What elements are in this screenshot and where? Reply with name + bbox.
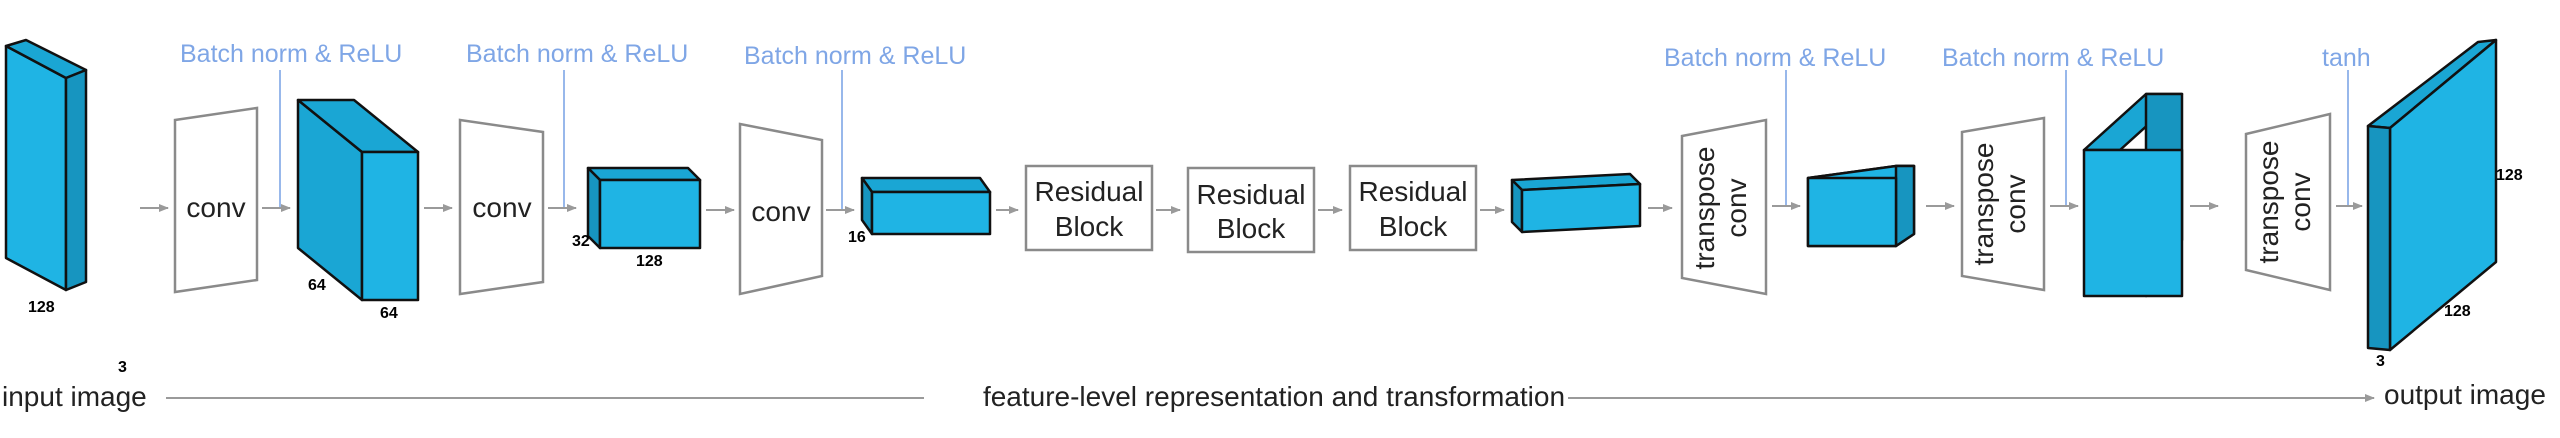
transpose-conv-op-2: transpose conv — [1960, 116, 2046, 292]
conv-label-1: conv — [186, 192, 245, 223]
bn-relu-annotation-2: Batch norm & ReLU — [466, 40, 688, 68]
residual-block-3: Residual Block — [1348, 164, 1478, 252]
input-height-label: 128 — [28, 299, 55, 316]
f1-width-label: 64 — [380, 305, 398, 322]
conv-op-3: conv — [738, 122, 824, 296]
transpose-conv-1-line2: conv — [1721, 178, 1752, 237]
output-image-label: output image — [2384, 379, 2546, 410]
feature-map-6 — [2082, 92, 2184, 298]
output-image-volume — [2366, 38, 2498, 352]
output-channels-label: 3 — [2376, 353, 2385, 370]
transpose-conv-3-line2: conv — [2285, 172, 2316, 231]
residual-block-1-line1: Residual — [1035, 176, 1144, 207]
input-channels-label: 3 — [118, 359, 127, 376]
residual-block-1: Residual Block — [1024, 164, 1154, 252]
feature-map-5 — [1806, 164, 1916, 248]
feature-level-label: feature-level representation and transfo… — [983, 381, 1565, 412]
output-width-label: 128 — [2444, 303, 2471, 320]
residual-block-2: Residual Block — [1186, 166, 1316, 254]
f2-width-label: 128 — [636, 253, 663, 270]
transpose-conv-3-line1: transpose — [2253, 141, 2284, 264]
f2-height-label: 32 — [572, 233, 590, 250]
residual-block-2-line2: Block — [1217, 213, 1286, 244]
conv-op-1: conv — [173, 106, 259, 294]
residual-block-3-line2: Block — [1379, 211, 1448, 242]
transpose-conv-2-line1: transpose — [1968, 143, 1999, 266]
transpose-conv-op-1: transpose conv — [1680, 118, 1768, 296]
bn-relu-annotation-3: Batch norm & ReLU — [744, 42, 966, 70]
bn-relu-annotation-4: Batch norm & ReLU — [1664, 44, 1886, 72]
conv-label-3: conv — [751, 196, 810, 227]
transpose-conv-op-3: transpose conv — [2244, 112, 2332, 292]
transpose-conv-1-line1: transpose — [1689, 147, 1720, 270]
conv-op-2: conv — [458, 118, 545, 296]
feature-map-3 — [860, 176, 992, 236]
transpose-conv-2-line2: conv — [2000, 174, 2031, 233]
f3-height-label: 16 — [848, 229, 866, 246]
bn-relu-annotation-1: Batch norm & ReLU — [180, 40, 402, 68]
residual-block-2-line1: Residual — [1197, 179, 1306, 210]
feature-map-4 — [1510, 172, 1642, 234]
f1-height-label: 64 — [308, 277, 326, 294]
input-image-label: input image — [2, 381, 147, 412]
output-height-label: 128 — [2496, 167, 2523, 184]
residual-block-3-line1: Residual — [1359, 176, 1468, 207]
input-image-volume — [4, 38, 88, 292]
residual-block-1-line2: Block — [1055, 211, 1124, 242]
tanh-annotation: tanh — [2322, 44, 2371, 72]
bn-relu-annotation-5: Batch norm & ReLU — [1942, 44, 2164, 72]
feature-map-2 — [586, 166, 702, 250]
feature-map-1 — [296, 98, 420, 302]
conv-label-2: conv — [472, 192, 531, 223]
